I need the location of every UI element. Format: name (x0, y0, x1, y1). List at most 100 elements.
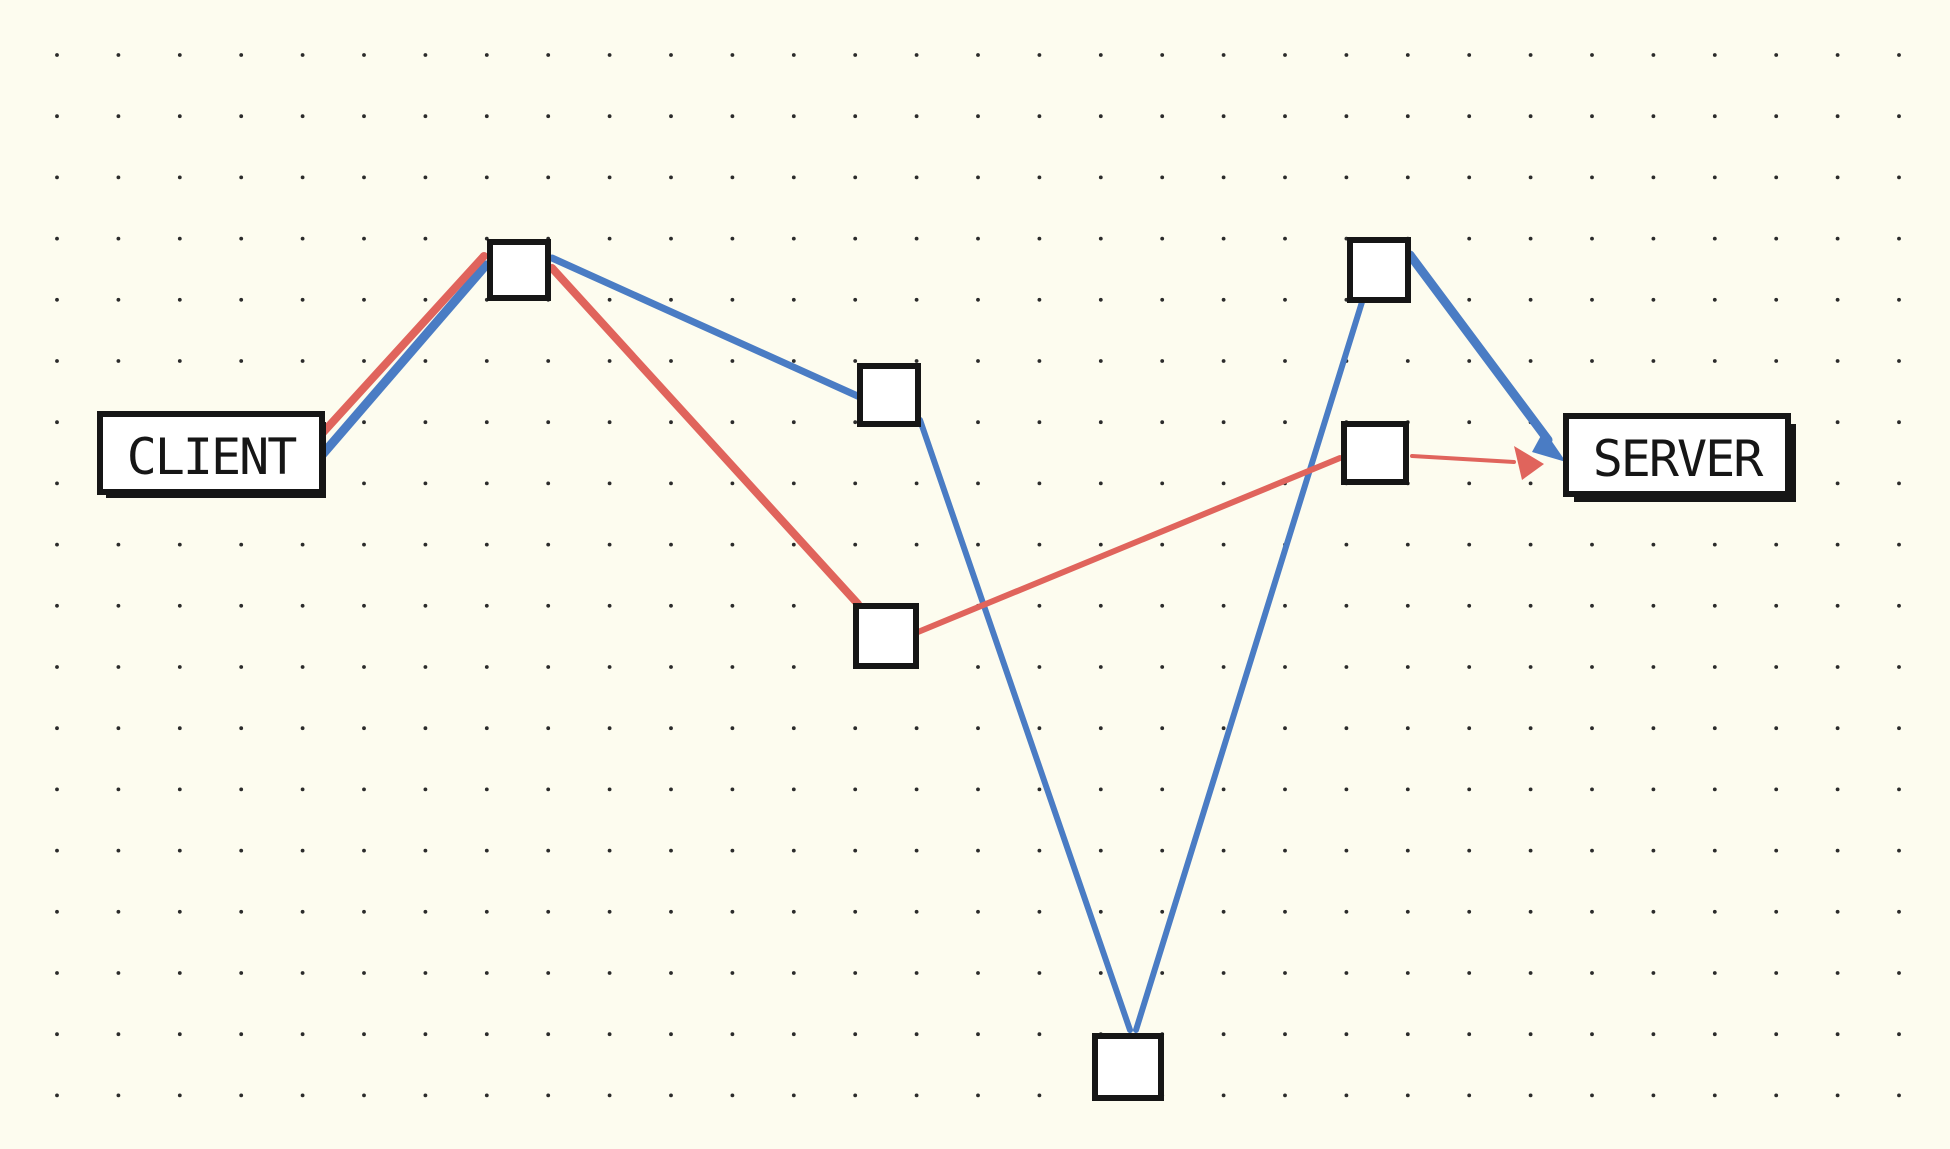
red-edge-n1-n3 (548, 264, 862, 608)
grid-dot (1528, 603, 1533, 608)
grid-dot (1467, 236, 1472, 241)
grid-dot (1283, 1093, 1287, 1098)
grid-dot (1897, 359, 1901, 363)
grid-dot (791, 848, 796, 853)
grid-dot (1037, 175, 1042, 180)
grid-dot (546, 481, 551, 486)
grid-dot (423, 1093, 428, 1098)
grid-dot (914, 848, 919, 853)
grid-dot (669, 787, 673, 792)
grid-dot (976, 726, 980, 731)
grid-dot (177, 542, 182, 547)
grid-dot (55, 909, 59, 914)
grid-dot (55, 236, 59, 241)
grid-dot (1037, 1032, 1042, 1037)
grid-dot (362, 848, 366, 853)
grid-dot (1037, 848, 1042, 853)
grid-dot (116, 53, 121, 57)
grid-dot (423, 909, 428, 914)
grid-dot (1590, 603, 1594, 608)
grid-dot (1283, 971, 1287, 975)
grid-dot (1651, 971, 1656, 975)
grid-dot (1344, 603, 1349, 608)
grid-dot (1590, 1032, 1594, 1037)
grid-dot (1221, 420, 1226, 425)
grid-dot (1098, 481, 1103, 486)
grid-dot (239, 603, 244, 608)
grid-dot (300, 787, 305, 792)
grid-dot (1651, 236, 1656, 241)
grid-dot (1467, 114, 1472, 119)
grid-dot (853, 971, 858, 975)
grid-dot (1528, 236, 1533, 241)
grid-dot (669, 848, 673, 853)
grid-dot (791, 297, 796, 302)
grid-dot (1283, 53, 1287, 57)
grid-dot (1221, 909, 1226, 914)
grid-dot (116, 359, 121, 363)
red-edge-client-n1 (314, 252, 488, 442)
grid-dot (976, 175, 980, 180)
grid-dot (669, 971, 673, 975)
server-box-frame (1563, 413, 1791, 497)
grid-dot (116, 114, 121, 119)
grid-dot (1774, 603, 1779, 608)
grid-dot (914, 53, 919, 57)
grid-dot (1467, 481, 1472, 486)
grid-dot (1897, 114, 1901, 119)
grid-dot (1160, 787, 1165, 792)
blue-edge-n4-n5 (1133, 299, 1365, 1033)
grid-dot (607, 420, 612, 425)
red-edge-n3-n6 (915, 455, 1343, 635)
grid-dot (1160, 420, 1165, 425)
grid-dot (546, 1093, 551, 1098)
grid-dot (853, 542, 858, 547)
grid-dot (791, 1093, 796, 1098)
grid-dot (423, 420, 428, 425)
grid-dot (1897, 909, 1901, 914)
grid-dot (1405, 542, 1410, 547)
grid-dot (1037, 420, 1042, 425)
grid-dot (362, 53, 366, 57)
grid-dot (239, 848, 244, 853)
grid-dot (1467, 297, 1472, 302)
server-label: SERVER (1593, 430, 1765, 488)
grid-dot (1098, 971, 1103, 975)
grid-dot (730, 603, 735, 608)
grid-dot (546, 971, 551, 975)
grid-dot (1160, 114, 1165, 119)
grid-dot (853, 909, 858, 914)
grid-dot (1835, 848, 1840, 853)
grid-dot (607, 726, 612, 731)
grid-dot (1098, 909, 1103, 914)
grid-dot (1897, 1032, 1901, 1037)
grid-dot (484, 726, 489, 731)
grid-dot (1037, 1093, 1042, 1098)
grid-dot (669, 726, 673, 731)
grid-dot (1221, 848, 1226, 853)
grid-dot (55, 971, 59, 975)
grid-dot (1221, 1093, 1226, 1098)
grid-dot (177, 175, 182, 180)
grid-dot (1528, 53, 1533, 57)
grid-dot (914, 971, 919, 975)
grid-dot (1712, 603, 1717, 608)
grid-dot (1344, 848, 1349, 853)
grid-dot (116, 175, 121, 180)
grid-dot (300, 603, 305, 608)
grid-dot (976, 236, 980, 241)
client-label: CLIENT (127, 428, 297, 486)
grid-dot (116, 787, 121, 792)
grid-dot (1098, 603, 1103, 608)
grid-dot (1712, 971, 1717, 975)
grid-dot (669, 297, 673, 302)
grid-dot (1774, 53, 1779, 57)
grid-dot (791, 53, 796, 57)
grid-dot (300, 236, 305, 241)
grid-dot (1405, 726, 1410, 731)
grid-dot (1160, 53, 1165, 57)
grid-dot (730, 726, 735, 731)
grid-dot (239, 297, 244, 302)
grid-dot (177, 603, 182, 608)
grid-dot (1835, 175, 1840, 180)
